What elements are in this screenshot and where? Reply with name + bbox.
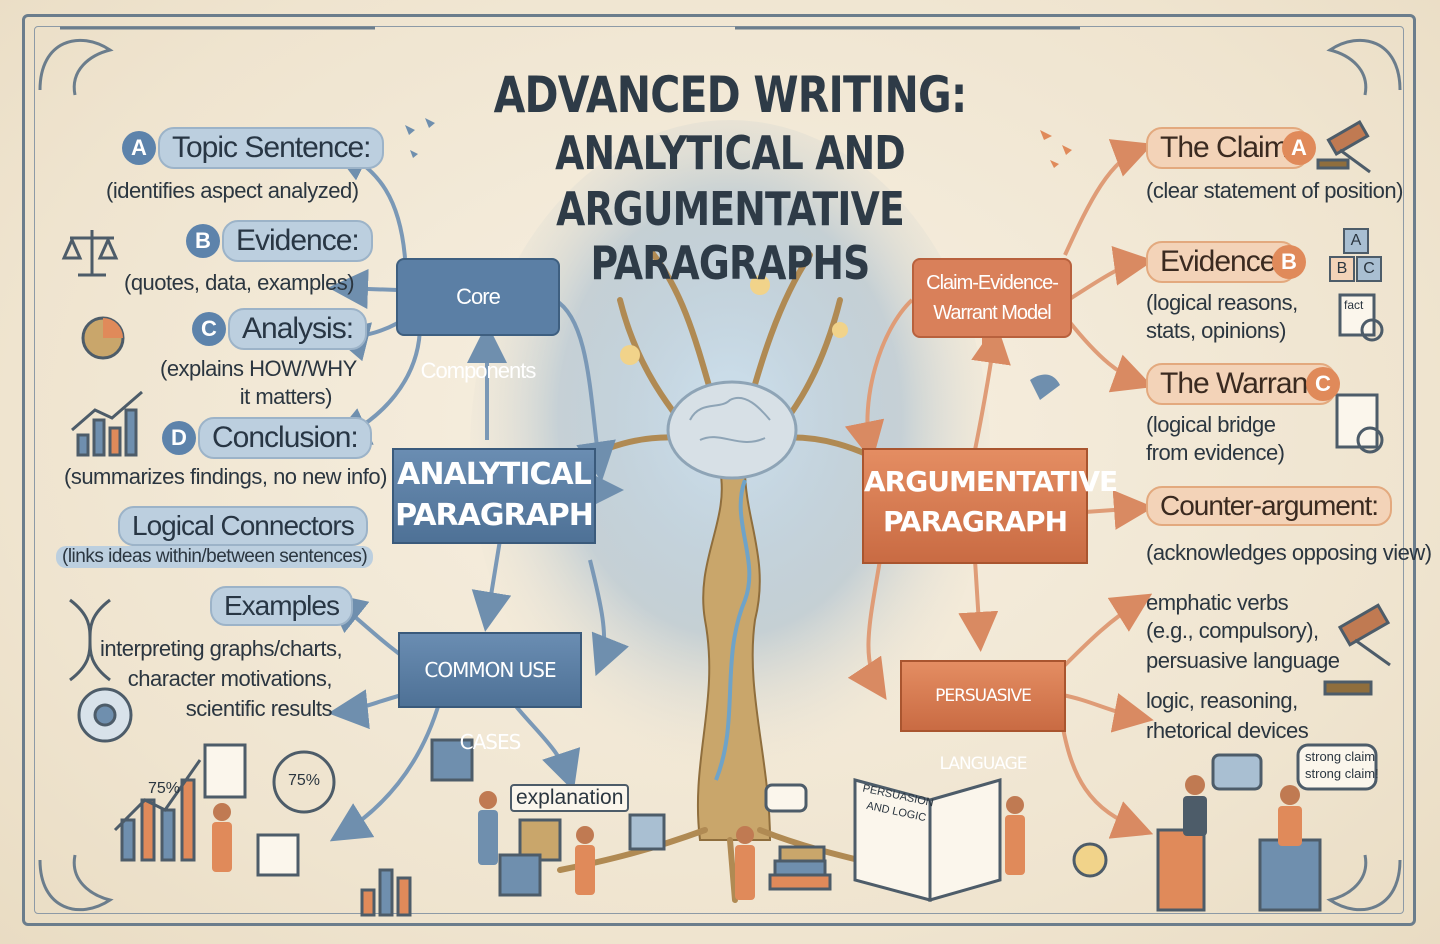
growth-chart-icon <box>113 759 202 862</box>
claim-label: The Claim: <box>1146 127 1310 169</box>
evidence-left-desc: (quotes, data, examples) <box>124 270 355 295</box>
block-b: B <box>1329 256 1355 282</box>
badge-a-left: A <box>122 131 156 165</box>
pie-chart-icon <box>81 316 125 360</box>
logical-connectors-desc: (links ideas within/between sentences) <box>56 546 374 568</box>
argumentative-paragraph-node: ARGUMENTATIVE PARAGRAPH <box>862 448 1118 564</box>
examples-line-3: scientific results <box>185 696 333 721</box>
evidence-right-desc-2: stats, opinions) <box>1146 318 1286 343</box>
topic-sentence-label: Topic Sentence: <box>158 127 385 169</box>
badge-a-right: A <box>1282 131 1316 165</box>
books-stack-icon <box>768 845 832 891</box>
analysis-label: Analysis: <box>228 308 368 350</box>
badge-c-left: C <box>192 312 226 346</box>
common-use-cases-node: COMMON USE CASES <box>398 632 582 754</box>
title-line-3: ARGUMENTATIVE PARAGRAPHS <box>556 182 905 290</box>
corner-ornament-icon <box>38 26 1402 912</box>
argumentative-line-2: PARAGRAPH <box>882 505 1068 538</box>
examples-label: Examples <box>210 586 353 626</box>
scales-icon <box>61 230 119 277</box>
block-a: A <box>1343 228 1369 254</box>
speech-line-2: strong claim! <box>1305 766 1379 781</box>
title-line-1: ADVANCED WRITING: <box>493 66 968 124</box>
examples-line-1: interpreting graphs/charts, <box>100 636 343 661</box>
gavel-icon <box>1316 120 1371 174</box>
cew-model-node: Claim-Evidence- Warrant Model <box>912 258 1072 338</box>
claim-desc: (clear statement of position) <box>1146 178 1403 203</box>
speech-bubble-icon <box>764 743 1378 813</box>
examples-line-2: character motivations, <box>127 666 333 691</box>
outer-frame <box>22 14 1416 926</box>
open-book-icon <box>853 778 1002 902</box>
conclusion-desc: (summarizes findings, no new info) <box>64 464 387 489</box>
speech-line-1: strong claim <box>1305 749 1376 764</box>
people-icon <box>478 791 1025 900</box>
brain-tree-icon <box>557 247 903 903</box>
explanation-label: explanation <box>510 784 630 812</box>
bar-chart-icon <box>71 390 143 457</box>
language-line-5: rhetorical devices <box>1146 718 1309 743</box>
lightbulb-icon <box>1072 842 1108 878</box>
dna-icon <box>69 598 111 682</box>
magnifier-doc-icon <box>1335 293 1384 454</box>
title-line-2: ANALYTICAL AND <box>555 126 906 180</box>
analytical-line-2: PARAGRAPH <box>395 498 594 533</box>
language-line-1: emphatic verbs <box>1146 590 1289 615</box>
person-icon <box>212 803 232 872</box>
block-c: C <box>1356 256 1382 282</box>
conclusion-label: Conclusion: <box>198 417 372 459</box>
inner-frame <box>34 26 1404 914</box>
podium-icon <box>1156 828 1322 912</box>
small-bar-chart-icon <box>360 868 412 917</box>
counter-argument-label: Counter-argument: <box>1146 486 1393 526</box>
analytical-paragraph-node: ANALYTICAL PARAGRAPH <box>392 448 596 544</box>
warrant-label: The Warrant: <box>1146 363 1336 405</box>
language-line-4: logic, reasoning, <box>1146 688 1298 713</box>
fact-label: fact <box>1344 298 1364 312</box>
gavel-large-icon <box>1323 603 1391 696</box>
topic-sentence-desc: (identifies aspect analyzed) <box>106 178 359 203</box>
gear-percent-icon <box>272 750 336 814</box>
speaker-icon <box>1183 775 1302 846</box>
document-icon <box>203 743 300 877</box>
gear-icon <box>77 687 133 743</box>
argumentative-line-1: ARGUMENTATIVE <box>864 465 1118 498</box>
language-line-3: persuasive language <box>1146 648 1340 673</box>
evidence-left-label: Evidence: <box>222 220 373 262</box>
evidence-right-desc-1: (logical reasons, <box>1146 290 1298 315</box>
counter-argument-desc: (acknowledges opposing view) <box>1146 540 1432 565</box>
logical-connectors-label: Logical Connectors <box>118 506 368 546</box>
badge-d-left: D <box>162 421 196 455</box>
warrant-desc-2: from evidence) <box>1146 440 1285 465</box>
birds-icon <box>405 118 1072 400</box>
analysis-desc-1: (explains HOW/WHY <box>160 356 357 381</box>
badge-c-right: C <box>1306 367 1340 401</box>
analytical-line-1: ANALYTICAL <box>397 457 592 492</box>
language-line-2: (e.g., compulsory), <box>1146 618 1319 643</box>
puzzle-icon <box>430 738 666 897</box>
badge-b-right: B <box>1272 245 1306 279</box>
analysis-desc-2: it matters) <box>239 384 333 409</box>
cew-model-line-2: Warrant Model <box>933 302 1051 324</box>
chart-percent-label: 75% <box>148 780 181 797</box>
badge-b-left: B <box>186 224 220 258</box>
cew-model-line-1: Claim-Evidence- <box>926 272 1059 294</box>
persuasive-language-node: PERSUASIVE LANGUAGE <box>900 660 1066 774</box>
core-components-node: Core Components <box>396 258 560 383</box>
gear-percent-label: 75% <box>288 772 321 789</box>
warrant-desc-1: (logical bridge <box>1146 412 1276 437</box>
